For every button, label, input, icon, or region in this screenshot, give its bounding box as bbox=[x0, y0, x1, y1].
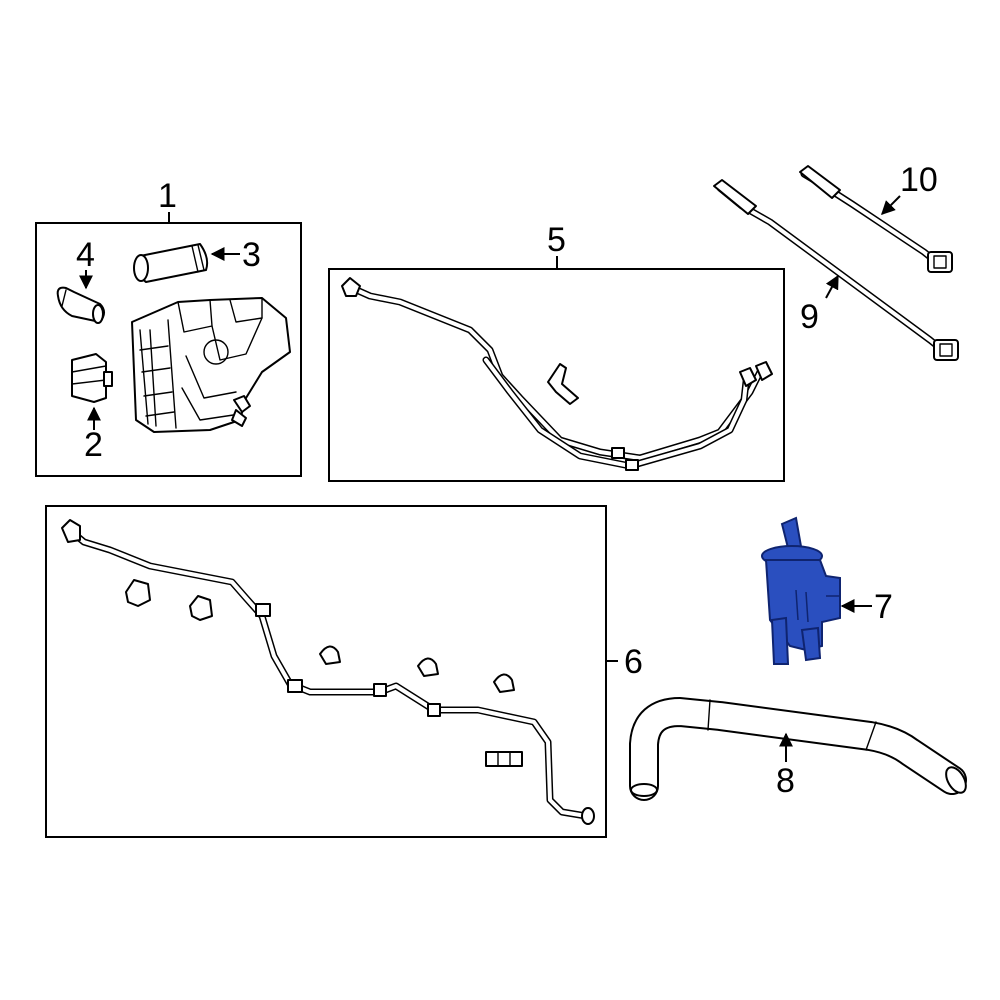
part-3-filter[interactable] bbox=[133, 243, 209, 283]
callout-9-label[interactable]: 9 bbox=[800, 298, 819, 336]
callout-9-arrow bbox=[825, 274, 839, 299]
callout-2-label[interactable]: 2 bbox=[84, 426, 103, 464]
part-7-purge-valve[interactable] bbox=[761, 516, 841, 665]
part-4-elbow-fitting[interactable] bbox=[56, 286, 105, 324]
part-8-hose[interactable] bbox=[629, 697, 970, 801]
valve-port-left bbox=[770, 616, 790, 665]
group-6-box bbox=[45, 505, 607, 838]
callout-1-label[interactable]: 1 bbox=[158, 177, 177, 215]
part-9-sensor-harness[interactable] bbox=[713, 179, 959, 361]
callout-6-label[interactable]: 6 bbox=[624, 643, 643, 681]
callout-10-arrow bbox=[881, 195, 901, 215]
callout-8-label[interactable]: 8 bbox=[776, 762, 795, 800]
part-10-sensor-harness[interactable] bbox=[799, 165, 953, 273]
callout-5-label[interactable]: 5 bbox=[547, 221, 566, 259]
callout-7-label[interactable]: 7 bbox=[874, 588, 893, 626]
valve-port-right bbox=[800, 626, 822, 662]
group-1-canister-assembly[interactable]: 1 3 4 2 bbox=[35, 177, 302, 477]
callout-4-label[interactable]: 4 bbox=[76, 236, 95, 274]
callout-10-label[interactable]: 10 bbox=[900, 161, 938, 199]
part-2-clip[interactable] bbox=[71, 353, 113, 403]
group-6-hose-assembly[interactable]: 6 bbox=[45, 505, 643, 838]
callout-3-label[interactable]: 3 bbox=[242, 236, 261, 274]
canister-body[interactable] bbox=[131, 297, 291, 433]
group-5-hose-assembly[interactable]: 5 bbox=[328, 221, 785, 482]
